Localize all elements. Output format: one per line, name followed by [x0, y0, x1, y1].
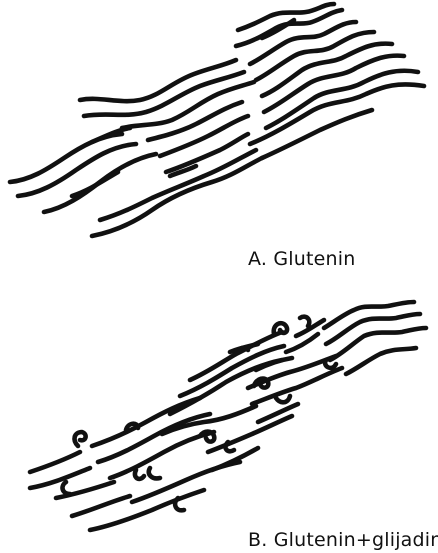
glutenin-glijadin-strand-bundle [30, 302, 426, 530]
glijadin-coil [276, 396, 290, 402]
glijadin-coil [254, 379, 268, 388]
glijadin-coils [63, 317, 336, 511]
glutenin-strand [258, 404, 298, 422]
panel-a-caption: A. Glutenin [248, 248, 356, 270]
glutenin-strand [262, 110, 372, 158]
glutenin-strand [72, 172, 118, 196]
panel-glutenin: A. Glutenin [0, 0, 438, 276]
glutenin-strand [262, 44, 392, 96]
glutenin-strand [166, 134, 248, 172]
glijadin-coil [75, 432, 86, 446]
glutenin-strand [256, 32, 374, 80]
glutenin-strand [100, 150, 256, 220]
glutenin-strand-bundle [10, 4, 424, 236]
glutenin-strand [72, 496, 130, 516]
glijadin-coil [274, 323, 287, 334]
glijadin-coil [63, 482, 70, 494]
glutenin-glijadin-strands-diagram [0, 276, 438, 553]
glutenin-strand [262, 20, 294, 38]
glutenin-strand [250, 84, 424, 144]
glutenin-strand [30, 452, 80, 472]
panel-b-caption: B. Glutenin+glijadin [248, 529, 438, 551]
glutenin-strand [208, 416, 292, 452]
glijadin-coil [200, 432, 214, 442]
glutenin-strands-diagram [0, 0, 438, 276]
glutenin-strand [110, 432, 214, 478]
glutenin-strand [286, 334, 318, 352]
glijadin-coil [135, 470, 144, 479]
panel-glutenin-glijadin: B. Glutenin+glijadin [0, 276, 438, 553]
glijadin-coil [300, 317, 309, 326]
glutenin-strand [346, 348, 416, 374]
glijadin-coil [149, 468, 160, 478]
